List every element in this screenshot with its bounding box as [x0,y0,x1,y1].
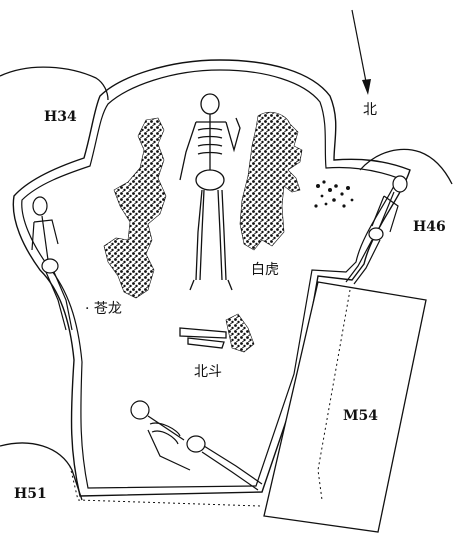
pit-label-h46: H46 [413,219,446,235]
pit-label-h51: H51 [14,486,47,502]
tomb-label-m54: M54 [343,408,378,424]
shell-mosaic-tiger [239,112,303,251]
north-label: 北 [363,102,377,118]
tomb-m54-outline [263,281,427,533]
skeleton-west [31,196,73,331]
skeleton-main [179,93,241,291]
shell-fragments [314,180,354,208]
label-azure-dragon: · 苍龙 [85,301,122,317]
pit-h51-dotted-edge [69,465,261,507]
dipper-bones [179,327,227,349]
skeleton-east [345,175,408,285]
tomb-outline-inner [21,69,399,489]
shell-mosaic-dipper [225,313,255,353]
pit-h51-outline [0,442,83,501]
tomb-m54-dotted-inner [317,289,351,501]
tomb-outline-outer [12,59,411,497]
pit-h34-outline [0,66,109,101]
label-big-dipper: 北斗 [194,364,222,380]
pit-label-h34: H34 [44,109,77,125]
skeleton-south [130,400,263,491]
north-arrow-icon [351,9,371,95]
pit-h46-outline [359,148,453,185]
shell-mosaic-dragon [103,117,167,299]
label-white-tiger: 白虎 [251,262,279,278]
